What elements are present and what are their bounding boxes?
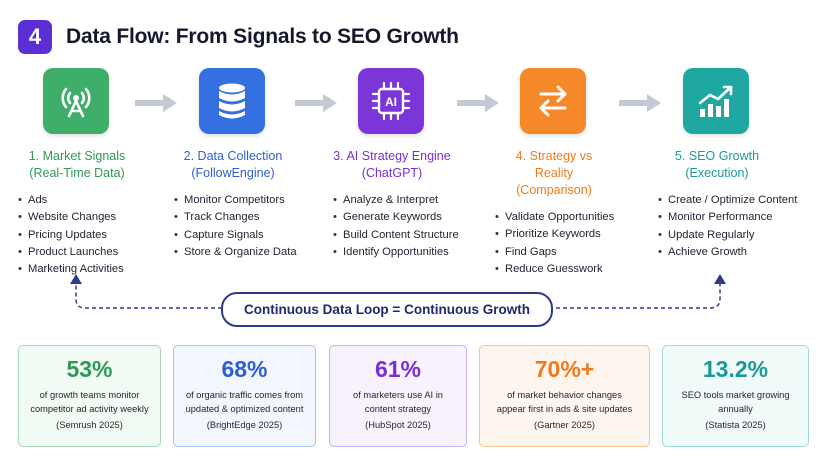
list-item: Monitor Competitors bbox=[174, 192, 324, 210]
list-item: Build Content Structure bbox=[333, 227, 483, 245]
stat-value: 68% bbox=[221, 356, 268, 382]
loop-connector bbox=[70, 274, 726, 309]
list-item: Find Gaps bbox=[495, 244, 645, 262]
growth-chart-icon bbox=[683, 68, 749, 134]
stage-seo-growth: 5. SEO Growth(Execution) Create / Optimi… bbox=[658, 68, 808, 261]
page-title: Data Flow: From Signals to SEO Growth bbox=[66, 25, 459, 48]
list-item: Validate Opportunities bbox=[495, 209, 645, 227]
flow-arrow-icon bbox=[457, 94, 499, 112]
stat-value: 53% bbox=[66, 356, 113, 382]
stat-value: 70%+ bbox=[534, 356, 595, 382]
stat-value: 13.2% bbox=[702, 356, 769, 382]
stat-source: (Statista 2025) bbox=[705, 420, 766, 430]
ai-chip-icon: AI bbox=[358, 68, 424, 134]
arrowhead-left-icon bbox=[70, 274, 82, 284]
stage-title: 5. SEO Growth(Execution) bbox=[674, 149, 760, 180]
stage-items: Validate Opportunities Prioritize Keywor… bbox=[495, 209, 645, 278]
stage-items: Create / Optimize Content Monitor Perfor… bbox=[658, 192, 808, 261]
list-item: Analyze & Interpret bbox=[333, 192, 483, 210]
stage-title: 4. Strategy vs Reality(Comparison) bbox=[515, 149, 593, 197]
list-item: Update Regularly bbox=[658, 227, 808, 245]
database-icon bbox=[199, 68, 265, 134]
header: 4 Data Flow: From Signals to SEO Growth bbox=[18, 20, 459, 54]
stage-title: 1. Market Signals(Real-Time Data) bbox=[28, 149, 126, 180]
list-item: Create / Optimize Content bbox=[658, 192, 808, 210]
stage-data-collection: 2. Data Collection(FollowEngine) Monitor… bbox=[174, 68, 324, 261]
svg-text:AI: AI bbox=[385, 95, 397, 109]
flow-arrow-icon bbox=[619, 94, 661, 112]
list-item: Achieve Growth bbox=[658, 244, 808, 262]
stat-source: (Gartner 2025) bbox=[534, 420, 595, 430]
list-item: Track Changes bbox=[174, 209, 324, 227]
stage-items: Ads Website Changes Pricing Updates Prod… bbox=[18, 192, 168, 279]
list-item: Store & Organize Data bbox=[174, 244, 324, 262]
stage-strategy-vs-reality: 4. Strategy vs Reality(Comparison) Valid… bbox=[495, 68, 645, 278]
stat-source: (Semrush 2025) bbox=[56, 420, 123, 430]
stat-source: (BrightEdge 2025) bbox=[206, 420, 283, 430]
list-item: Pricing Updates bbox=[18, 227, 168, 245]
flow-arrow-icon bbox=[135, 94, 177, 112]
stage-title: 2. Data Collection(FollowEngine) bbox=[183, 149, 283, 180]
list-item: Product Launches bbox=[18, 244, 168, 262]
stage-title: 3. AI Strategy Engine(ChatGPT) bbox=[333, 149, 451, 180]
list-item: Monitor Performance bbox=[658, 209, 808, 227]
antenna-icon bbox=[43, 68, 109, 134]
stage-items: Monitor Competitors Track Changes Captur… bbox=[174, 192, 324, 261]
list-item: Marketing Activities bbox=[18, 261, 168, 279]
stat-source: (HubSpot 2025) bbox=[365, 420, 431, 430]
stage-items: Analyze & Interpret Generate Keywords Bu… bbox=[333, 192, 483, 261]
flow-arrow-icon bbox=[295, 94, 337, 112]
list-item: Ads bbox=[18, 192, 168, 210]
stage-ai-strategy-engine: AI 3. AI Strategy Engine(ChatGPT) Analyz… bbox=[333, 68, 483, 261]
list-item: Identify Opportunities bbox=[333, 244, 483, 262]
list-item: Website Changes bbox=[18, 209, 168, 227]
list-item: Capture Signals bbox=[174, 227, 324, 245]
step-badge: 4 bbox=[18, 20, 52, 54]
stage-market-signals: 1. Market Signals(Real-Time Data) Ads We… bbox=[18, 68, 168, 279]
list-item: Reduce Guesswork bbox=[495, 261, 645, 279]
stat-value: 61% bbox=[374, 356, 422, 382]
list-item: Generate Keywords bbox=[333, 209, 483, 227]
swap-arrows-icon bbox=[520, 68, 586, 134]
loop-label: Continuous Data Loop = Continuous Growth bbox=[221, 292, 553, 327]
arrowhead-right-icon bbox=[714, 274, 726, 284]
list-item: Prioritize Keywords bbox=[495, 226, 645, 244]
